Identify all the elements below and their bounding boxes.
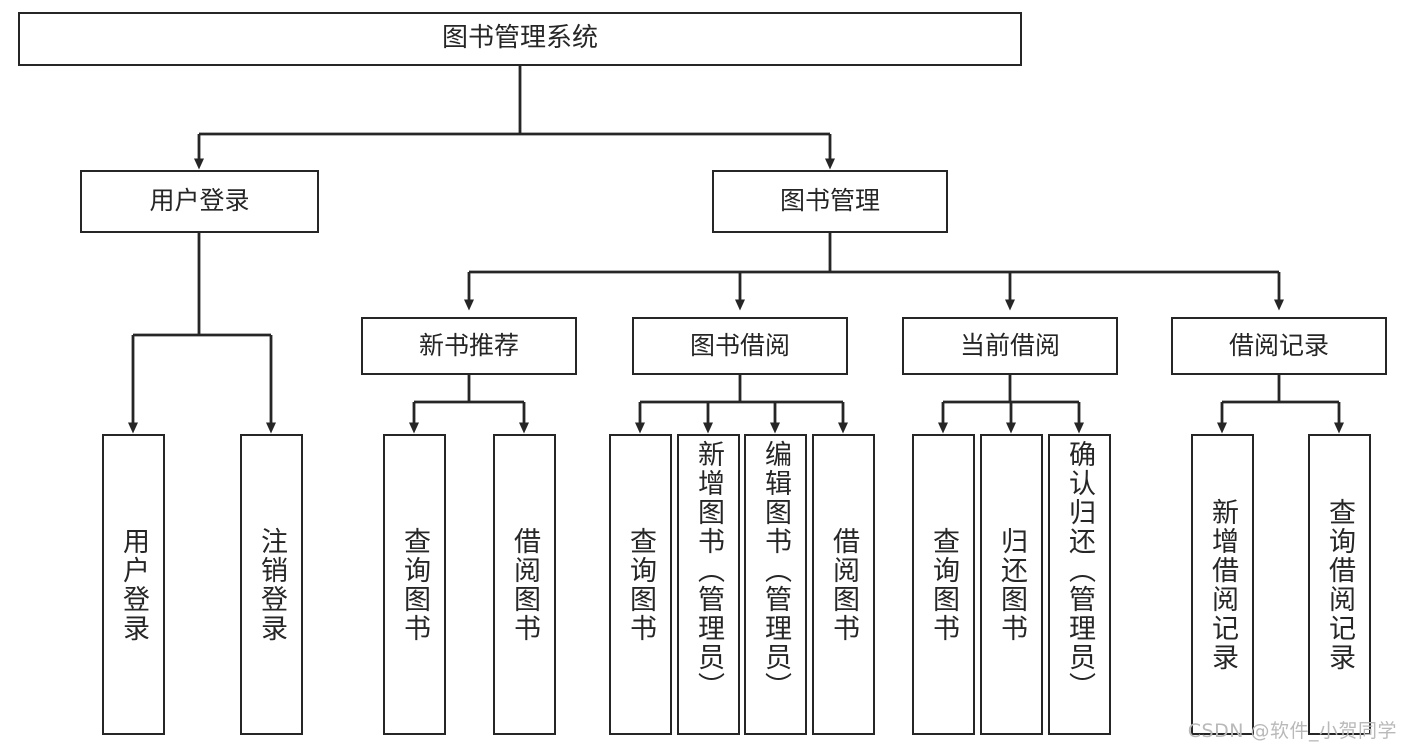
node-user-login-label: 用户登录 xyxy=(149,186,250,216)
leaf-add-book[interactable]: 新增图书（管理员） xyxy=(677,434,740,735)
leaf-edit-book-label: 编辑图书（管理员） xyxy=(760,440,791,701)
leaf-logout-login-label: 注销登录 xyxy=(256,526,287,643)
leaf-borrow-book-2[interactable]: 借阅图书 xyxy=(812,434,875,735)
leaf-borrow-book-1[interactable]: 借阅图书 xyxy=(493,434,556,735)
node-new-book-recommend-label: 新书推荐 xyxy=(418,330,519,360)
leaf-query-book-1[interactable]: 查询图书 xyxy=(383,434,446,735)
leaf-add-book-label: 新增图书（管理员） xyxy=(693,440,724,701)
node-current-borrow-label: 当前借阅 xyxy=(959,330,1060,360)
leaf-query-book-2[interactable]: 查询图书 xyxy=(609,434,672,735)
leaf-borrow-book-1-label: 借阅图书 xyxy=(509,526,540,643)
leaf-confirm-return[interactable]: 确认归还（管理员） xyxy=(1048,434,1111,735)
watermark: CSDN @软件_小贺同学 xyxy=(1187,720,1397,742)
node-book-management-label: 图书管理 xyxy=(779,186,880,216)
leaf-query-record-label: 查询借阅记录 xyxy=(1324,497,1355,672)
leaf-edit-book[interactable]: 编辑图书（管理员） xyxy=(744,434,807,735)
node-book-borrow[interactable]: 图书借阅 xyxy=(632,317,848,375)
leaf-return-book-label: 归还图书 xyxy=(996,526,1027,643)
node-current-borrow[interactable]: 当前借阅 xyxy=(902,317,1118,375)
leaf-query-record[interactable]: 查询借阅记录 xyxy=(1308,434,1371,735)
leaf-query-book-3-label: 查询图书 xyxy=(928,526,959,643)
leaf-add-record-label: 新增借阅记录 xyxy=(1207,497,1238,672)
node-borrow-record-label: 借阅记录 xyxy=(1228,330,1329,360)
leaf-return-book[interactable]: 归还图书 xyxy=(980,434,1043,735)
leaf-add-record[interactable]: 新增借阅记录 xyxy=(1191,434,1254,735)
node-borrow-record[interactable]: 借阅记录 xyxy=(1171,317,1387,375)
leaf-user-login-label: 用户登录 xyxy=(118,526,149,643)
leaf-query-book-1-label: 查询图书 xyxy=(399,526,430,643)
node-user-login[interactable]: 用户登录 xyxy=(80,170,319,233)
node-new-book-recommend[interactable]: 新书推荐 xyxy=(361,317,577,375)
node-root[interactable]: 图书管理系统 xyxy=(18,12,1022,66)
node-root-label: 图书管理系统 xyxy=(441,23,598,54)
leaf-logout-login[interactable]: 注销登录 xyxy=(240,434,303,735)
leaf-user-login[interactable]: 用户登录 xyxy=(102,434,165,735)
node-book-management[interactable]: 图书管理 xyxy=(712,170,948,233)
node-book-borrow-label: 图书借阅 xyxy=(689,330,790,360)
leaf-confirm-return-label: 确认归还（管理员） xyxy=(1064,440,1095,701)
leaf-query-book-3[interactable]: 查询图书 xyxy=(912,434,975,735)
leaf-borrow-book-2-label: 借阅图书 xyxy=(828,526,859,643)
leaf-query-book-2-label: 查询图书 xyxy=(625,526,656,643)
